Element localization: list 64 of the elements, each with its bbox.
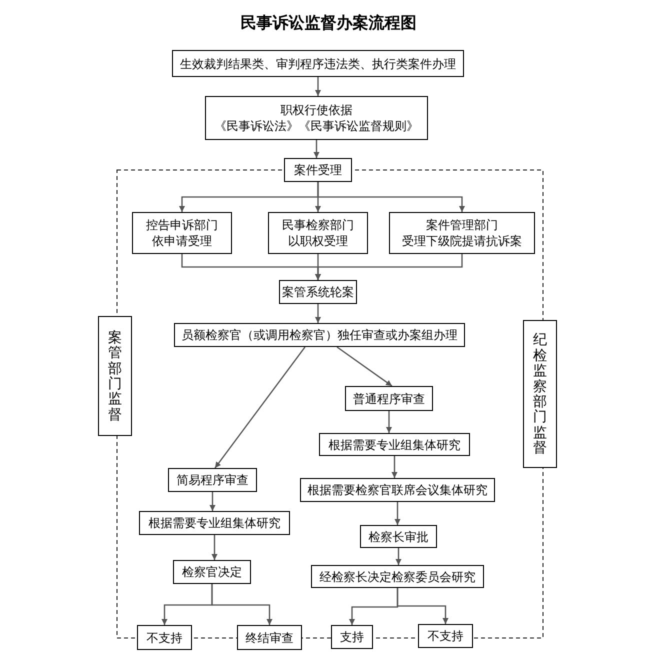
process-box xyxy=(360,525,437,548)
process-box xyxy=(311,565,484,588)
box-text: 纪检监察部门监督 xyxy=(533,332,547,456)
process-box xyxy=(284,158,352,182)
box-text: 依申请受理 xyxy=(152,233,212,249)
box-text: 根据需要专业组集体研究 xyxy=(328,436,460,452)
box-text: 检察官决定 xyxy=(182,564,242,580)
box-text: 根据需要专业组集体研究 xyxy=(148,515,280,531)
arrow xyxy=(394,502,400,525)
process-box xyxy=(331,625,373,649)
box-text: 不支持 xyxy=(428,628,464,644)
process-box xyxy=(268,212,368,254)
box-text: 案管系统轮案 xyxy=(282,284,354,300)
arrow xyxy=(336,346,392,387)
process-box xyxy=(139,511,290,535)
box-text: 终结审查 xyxy=(246,630,294,646)
box-text: 控告申诉部门 xyxy=(146,217,218,233)
box-text: 民事检察部门 xyxy=(282,217,354,233)
box-text: 支持 xyxy=(340,629,364,645)
box-text: 简易程序审查 xyxy=(176,472,248,488)
arrow xyxy=(214,346,306,468)
box-text: 案件受理 xyxy=(294,162,342,178)
process-box xyxy=(137,625,192,650)
box-text: 员额检察官（或调用检察官）独任审查或办案组办理 xyxy=(182,327,458,343)
side-label-box xyxy=(523,320,557,468)
arrow xyxy=(211,584,272,625)
process-box xyxy=(279,280,357,304)
box-text: 受理下级院提请抗诉案 xyxy=(402,233,522,249)
process-box xyxy=(132,212,232,254)
arrow xyxy=(314,140,320,158)
process-box xyxy=(418,624,473,648)
process-box xyxy=(300,478,495,502)
process-box xyxy=(174,323,465,347)
arrow xyxy=(315,304,321,323)
process-box xyxy=(173,560,251,584)
arrow xyxy=(315,77,321,96)
process-box xyxy=(172,50,464,77)
arrow xyxy=(392,456,398,478)
side-label-box xyxy=(98,316,132,436)
box-text: 不支持 xyxy=(146,630,182,646)
process-box xyxy=(389,212,535,254)
process-box xyxy=(345,386,433,411)
box-text: 经检察长决定检察委员会研究 xyxy=(320,568,476,584)
arrow xyxy=(396,588,448,624)
diagram-title: 民事诉讼监督办案流程图 xyxy=(240,13,418,34)
box-text: 《民事诉讼法》《民事诉讼监督规则》 xyxy=(214,118,418,134)
arrow xyxy=(317,182,465,212)
box-text: 根据需要检察官联席会议集体研究 xyxy=(308,482,488,498)
arrow xyxy=(210,492,216,511)
process-box xyxy=(319,433,470,456)
box-text: 案管部门监督 xyxy=(108,330,122,422)
arrow xyxy=(386,411,392,433)
box-text: 生效裁判结果类、审判程序违法类、执行类案件办理 xyxy=(180,56,456,72)
arrow xyxy=(315,254,463,280)
box-text: 案件管理部门 xyxy=(426,217,498,233)
box-text: 检察长审批 xyxy=(368,528,428,544)
arrow xyxy=(396,548,402,565)
box-text: 以职权受理 xyxy=(288,233,348,249)
box-text: 普通程序审查 xyxy=(353,390,425,406)
process-box xyxy=(205,96,428,140)
process-box xyxy=(237,625,302,650)
process-box xyxy=(168,468,257,492)
arrow xyxy=(212,535,218,560)
box-text: 职权行使依据 xyxy=(280,102,352,118)
